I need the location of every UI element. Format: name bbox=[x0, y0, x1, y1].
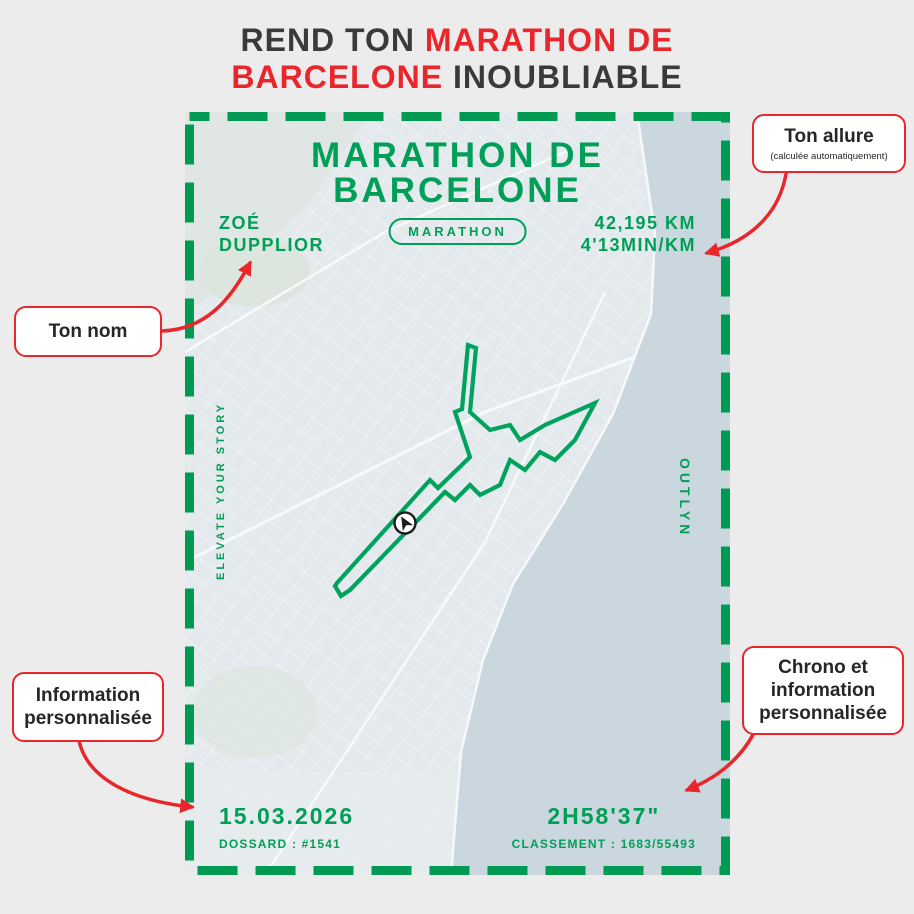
finish-time: 2H58'37" bbox=[547, 803, 661, 829]
title-part-barcelone: BARCELONE bbox=[231, 59, 444, 95]
callout-pace: Ton allure (calculée automatiquement) bbox=[752, 114, 906, 173]
map-road-2 bbox=[263, 291, 607, 875]
page-title-line1: REND TON MARATHON DE bbox=[0, 22, 914, 59]
callout-chrono-info-title: Chrono et information personnalisée bbox=[759, 657, 887, 724]
map-sea bbox=[451, 112, 730, 875]
callout-personal-info-title: Information personnalisée bbox=[24, 685, 152, 729]
ranking: CLASSEMENT : 1683/55493 bbox=[511, 837, 696, 851]
race-date: 15.03.2026 bbox=[219, 803, 355, 829]
title-part-inoubliable: INOUBLIABLE bbox=[452, 59, 683, 95]
tagline-elevate-your-story: ELEVATE YOUR STORY bbox=[215, 401, 227, 580]
runner-name: ZOÉ DUPPLIOR bbox=[219, 212, 324, 256]
runner-first-name: ZOÉ bbox=[219, 213, 261, 233]
callout-name-title: Ton nom bbox=[48, 321, 128, 342]
title-part-rend-ton: REND TON bbox=[240, 22, 416, 58]
callout-pace-title: Ton allure bbox=[784, 126, 874, 147]
callout-pace-subtitle: (calculée automatiquement) bbox=[770, 151, 888, 162]
poster-bottom-left: 15.03.2026 DOSSARD : #1541 bbox=[219, 803, 354, 851]
start-marker-icon bbox=[393, 511, 417, 535]
brand-outlyn: OUTLYN bbox=[677, 458, 693, 539]
poster-dashed-border bbox=[185, 112, 730, 875]
barcelona-map bbox=[185, 112, 730, 875]
race-type-badge: MARATHON bbox=[388, 218, 527, 245]
race-distance: 42,195 KM bbox=[594, 213, 696, 233]
poster-title-line2: BARCELONE bbox=[333, 171, 582, 210]
callout-personal-info: Information personnalisée bbox=[12, 672, 164, 742]
poster-title: MARATHON DE BARCELONE bbox=[185, 138, 730, 208]
race-stats: 42,195 KM 4'13MIN/KM bbox=[581, 212, 696, 256]
poster-bottom-right: 2H58'37" CLASSEMENT : 1683/55493 bbox=[512, 803, 696, 851]
poster-title-line1: MARATHON DE bbox=[311, 136, 604, 175]
poster-content: MARATHON DE BARCELONE ZOÉ DUPPLIOR MARAT… bbox=[185, 112, 730, 875]
title-part-marathon-de: MARATHON DE bbox=[424, 22, 674, 58]
race-pace: 4'13MIN/KM bbox=[580, 235, 696, 255]
page-title-line2: BARCELONE INOUBLIABLE bbox=[0, 59, 914, 96]
page-title: REND TON MARATHON DE BARCELONE INOUBLIAB… bbox=[0, 22, 914, 96]
map-coastline bbox=[449, 112, 657, 875]
marathon-poster: MARATHON DE BARCELONE ZOÉ DUPPLIOR MARAT… bbox=[185, 112, 730, 875]
callout-chrono-info: Chrono et information personnalisée bbox=[742, 646, 904, 735]
callout-name: Ton nom bbox=[14, 306, 162, 357]
arrow-info-icon bbox=[77, 739, 195, 814]
route-trace bbox=[332, 342, 600, 599]
bib-number: DOSSARD : #1541 bbox=[219, 837, 342, 851]
map-park-2 bbox=[193, 666, 317, 758]
runner-last-name: DUPPLIOR bbox=[219, 235, 325, 255]
